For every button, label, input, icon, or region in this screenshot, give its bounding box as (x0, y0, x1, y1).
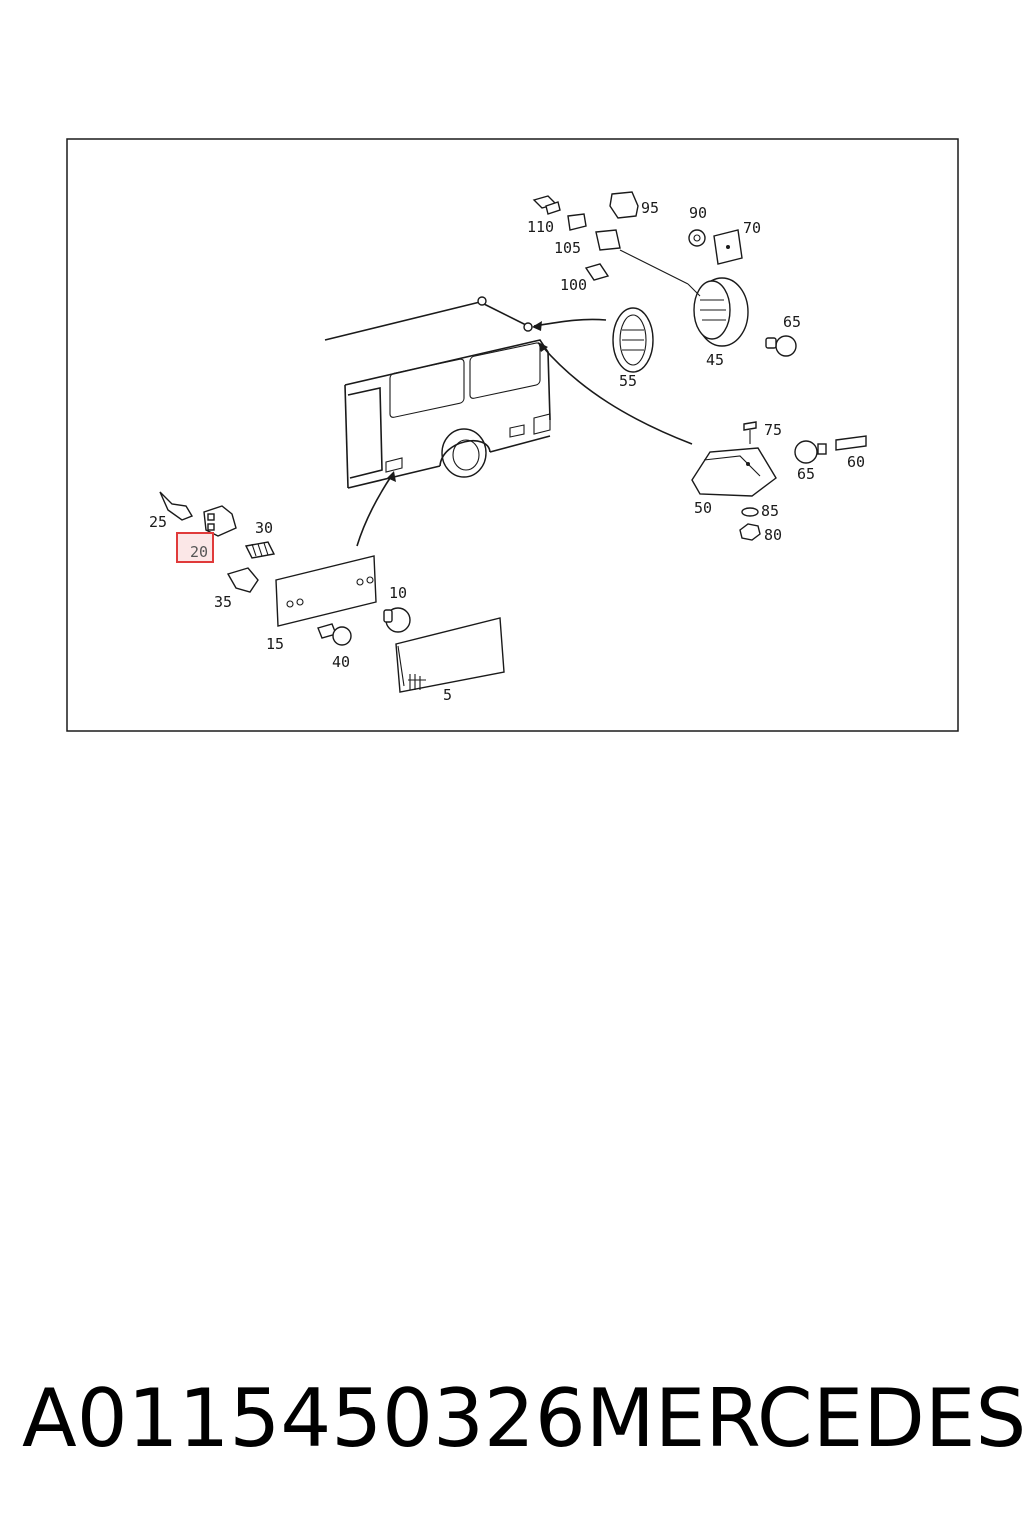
diagram-frame (66, 138, 959, 732)
label-40: 40 (332, 653, 350, 671)
part-labels: 110 95 90 70 105 100 65 55 45 75 65 60 5… (149, 199, 865, 704)
label-85: 85 (761, 502, 779, 520)
label-80: 80 (764, 526, 782, 544)
connector-parts-top (532, 191, 743, 285)
bus-illustration (324, 296, 551, 489)
label-75: 75 (764, 421, 782, 439)
label-95: 95 (641, 199, 659, 217)
pointer-arrows (356, 318, 693, 547)
marker-lamp-parts (691, 421, 867, 541)
label-55: 55 (619, 372, 637, 390)
label-15: 15 (266, 635, 284, 653)
label-30: 30 (255, 519, 273, 537)
label-65-top: 65 (783, 313, 801, 331)
side-lamp-lens (395, 617, 505, 693)
label-45: 45 (706, 351, 724, 369)
part-number: A0115450326 (22, 1372, 586, 1465)
side-marker-parts (159, 491, 411, 646)
label-105: 105 (554, 239, 581, 257)
label-35: 35 (214, 593, 232, 611)
label-20-highlighted: 20 (190, 543, 208, 561)
label-90: 90 (689, 204, 707, 222)
round-lamps (612, 277, 797, 373)
label-10: 10 (389, 584, 407, 602)
label-60: 60 (847, 453, 865, 471)
label-70: 70 (743, 219, 761, 237)
caption: A0115450326 MERCEDES (22, 1372, 1024, 1472)
highlight-box (176, 532, 214, 563)
brand-name: MERCEDES (585, 1372, 1024, 1465)
label-110: 110 (527, 218, 554, 236)
label-5: 5 (443, 686, 452, 704)
label-65-bottom: 65 (797, 465, 815, 483)
label-100: 100 (560, 276, 587, 294)
label-25: 25 (149, 513, 167, 531)
label-50: 50 (694, 499, 712, 517)
